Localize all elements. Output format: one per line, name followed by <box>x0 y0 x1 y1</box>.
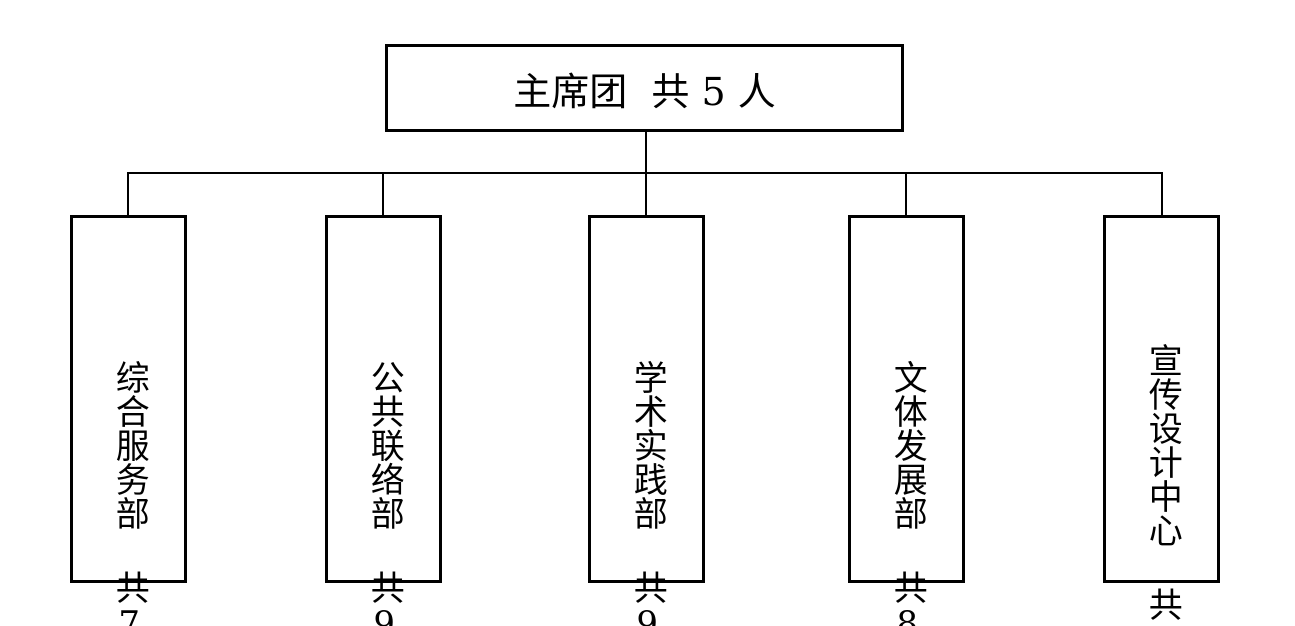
department-total: 共9人 <box>1142 587 1182 626</box>
department-name: 公共联络部 <box>364 359 405 530</box>
department-name: 文体发展部 <box>887 359 928 530</box>
department-label: 宣传设计中心共9人 <box>1105 103 1217 626</box>
connector-horizontal-line <box>127 172 1163 174</box>
department-name: 综合服务部 <box>109 359 150 530</box>
department-total: 共8人 <box>887 570 928 626</box>
department-total: 共9人 <box>627 570 668 626</box>
root-box: 主席团 共 5 人 <box>385 44 904 132</box>
department-box-gonggonglianluobu: 公共联络部共9人 <box>325 215 442 626</box>
connector-drop-line-2 <box>382 172 384 217</box>
connector-drop-line-5 <box>1161 172 1163 217</box>
department-name: 宣传设计中心 <box>1142 342 1183 547</box>
department-label: 文体发展部共8人 <box>850 120 962 626</box>
department-name: 学术实践部 <box>627 359 668 530</box>
department-box-xueshushijianbu: 学术实践部共9人 <box>588 215 705 626</box>
department-box-wentifazhanbu: 文体发展部共8人 <box>848 215 965 626</box>
connector-drop-line-1 <box>127 172 129 217</box>
department-label: 综合服务部共7人 <box>72 120 184 626</box>
connector-drop-line-4 <box>905 172 907 217</box>
department-box-zonghefuwubu: 综合服务部共7人 <box>70 215 187 626</box>
department-label: 公共联络部共9人 <box>327 120 439 626</box>
department-label: 学术实践部共9人 <box>590 120 702 626</box>
root-label: 主席团 共 5 人 <box>513 69 776 114</box>
department-total: 共9人 <box>364 570 405 626</box>
department-total: 共7人 <box>109 570 150 626</box>
department-box-xuanchuanshejizhongxin: 宣传设计中心共9人 <box>1103 215 1220 626</box>
